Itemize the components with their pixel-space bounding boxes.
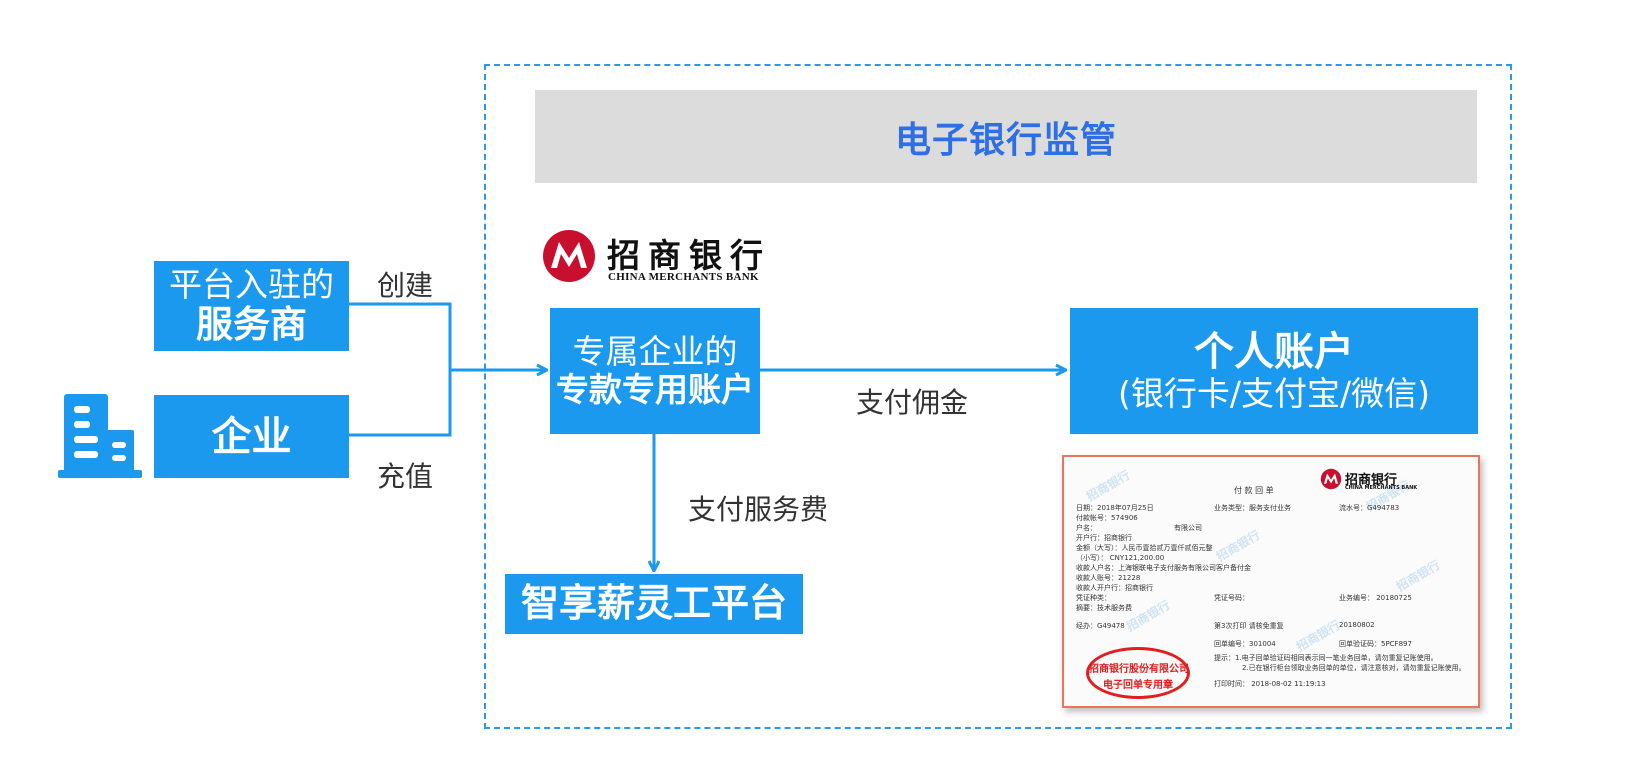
receipt-bank-logo-icon (1320, 468, 1342, 490)
receipt-tip1: 提示：1.电子回单验证码相同表示同一笔业务回单，请勿重复记账使用。 (1214, 653, 1438, 663)
bank-name-cn: 招商银行 (607, 229, 771, 277)
payment-receipt: 招商银行 招商银行 招商银行 招商银行 招商银行 招商银行 付 款 回 单 招商… (1062, 455, 1480, 708)
receipt-stamp: 招商银行股份有限公司 电子回单专用章 (1086, 647, 1190, 699)
receipt-company-suffix: 有限公司 (1174, 523, 1202, 533)
create-connector (349, 304, 450, 370)
receipt-handler: 经办：G49478 (1076, 621, 1125, 631)
service-provider-line1: 平台入驻的 (169, 266, 334, 304)
special-account-line1: 专属企业的 (573, 333, 738, 371)
receipt-watermark: 招商银行 (1123, 596, 1173, 635)
receipt-field: 金额（大写）：人民币壹拾贰万壹仟贰佰元整 (1076, 543, 1213, 553)
stamp-line1: 招商银行股份有限公司 (1089, 660, 1187, 675)
receipt-field: 收款人户名：上海银联电子支付服务有限公司客户备付金 (1076, 563, 1251, 573)
receipt-field: 户名： (1076, 523, 1097, 533)
receipt-field: （小写）： CNY121,200.00 (1076, 553, 1164, 563)
receipt-field: 开户行：招商银行 (1076, 533, 1132, 543)
receipt-no: 回单编号：301004 (1214, 639, 1276, 649)
receipt-field: 收款人账号：21228 (1076, 573, 1140, 583)
receipt-field: 付款帐号：574906 (1076, 513, 1138, 523)
personal-account-line1: 个人账户 (1194, 329, 1354, 375)
receipt-watermark: 招商银行 (1293, 616, 1343, 655)
receipt-date-code: 20180802 (1339, 621, 1375, 629)
service-provider-line2: 服务商 (196, 304, 307, 347)
receipt-print-time: 打印时间： 2018-08-02 11:19:13 (1214, 679, 1326, 689)
receipt-business-type: 业务类型：服务支付业务 (1214, 503, 1291, 513)
recharge-connector (349, 370, 450, 435)
receipt-print-times: 第3次打印 请核免重复 (1214, 621, 1284, 631)
receipt-field: 摘要：技术服务费 (1076, 603, 1132, 613)
receipt-watermark: 招商银行 (1393, 556, 1443, 595)
receipt-field: 凭证种类： (1076, 593, 1111, 603)
create-label: 创建 (377, 264, 433, 304)
stamp-line2: 电子回单专用章 (1089, 676, 1187, 691)
building-icon (58, 392, 142, 480)
pay-commission-label: 支付佣金 (856, 381, 968, 421)
receipt-bank-en: CHINA MERCHANTS BANK (1345, 485, 1417, 491)
special-account-line2: 专款专用账户 (556, 371, 754, 409)
receipt-watermark: 招商银行 (1213, 526, 1263, 565)
receipt-field: 日期：2018年07月25日 (1076, 503, 1154, 513)
receipt-title: 付 款 回 单 (1234, 485, 1274, 496)
platform-node: 智享薪灵工平台 (505, 574, 803, 634)
receipt-watermark: 招商银行 (1083, 466, 1133, 505)
receipt-voucher-no: 凭证号码： (1214, 593, 1249, 603)
special-account-node: 专属企业的 专款专用账户 (550, 308, 760, 434)
bank-logo-icon (541, 228, 597, 284)
receipt-field: 收款人开户行：招商银行 (1076, 583, 1153, 593)
receipt-serial: 流水号：G494783 (1339, 503, 1399, 513)
recharge-label: 充值 (377, 455, 433, 495)
receipt-tip2: 2.已在银行柜台领取业务回单的单位，请注意核对，请勿重复记账使用。 (1242, 663, 1466, 673)
receipt-biz-no: 业务编号： 20180725 (1339, 593, 1412, 603)
service-provider-node: 平台入驻的 服务商 (154, 261, 349, 351)
personal-account-line2: (银行卡/支付宝/微信) (1118, 375, 1430, 413)
enterprise-node: 企业 (154, 395, 349, 478)
pay-service-fee-label: 支付服务费 (688, 488, 828, 528)
receipt-verify-code: 回单验证码：5PCF897 (1339, 639, 1412, 649)
enterprise-label: 企业 (212, 414, 292, 460)
bank-name-en: CHINA MERCHANTS BANK (608, 271, 759, 283)
platform-label: 智享薪灵工平台 (521, 582, 787, 626)
personal-account-node: 个人账户 (银行卡/支付宝/微信) (1070, 308, 1478, 434)
